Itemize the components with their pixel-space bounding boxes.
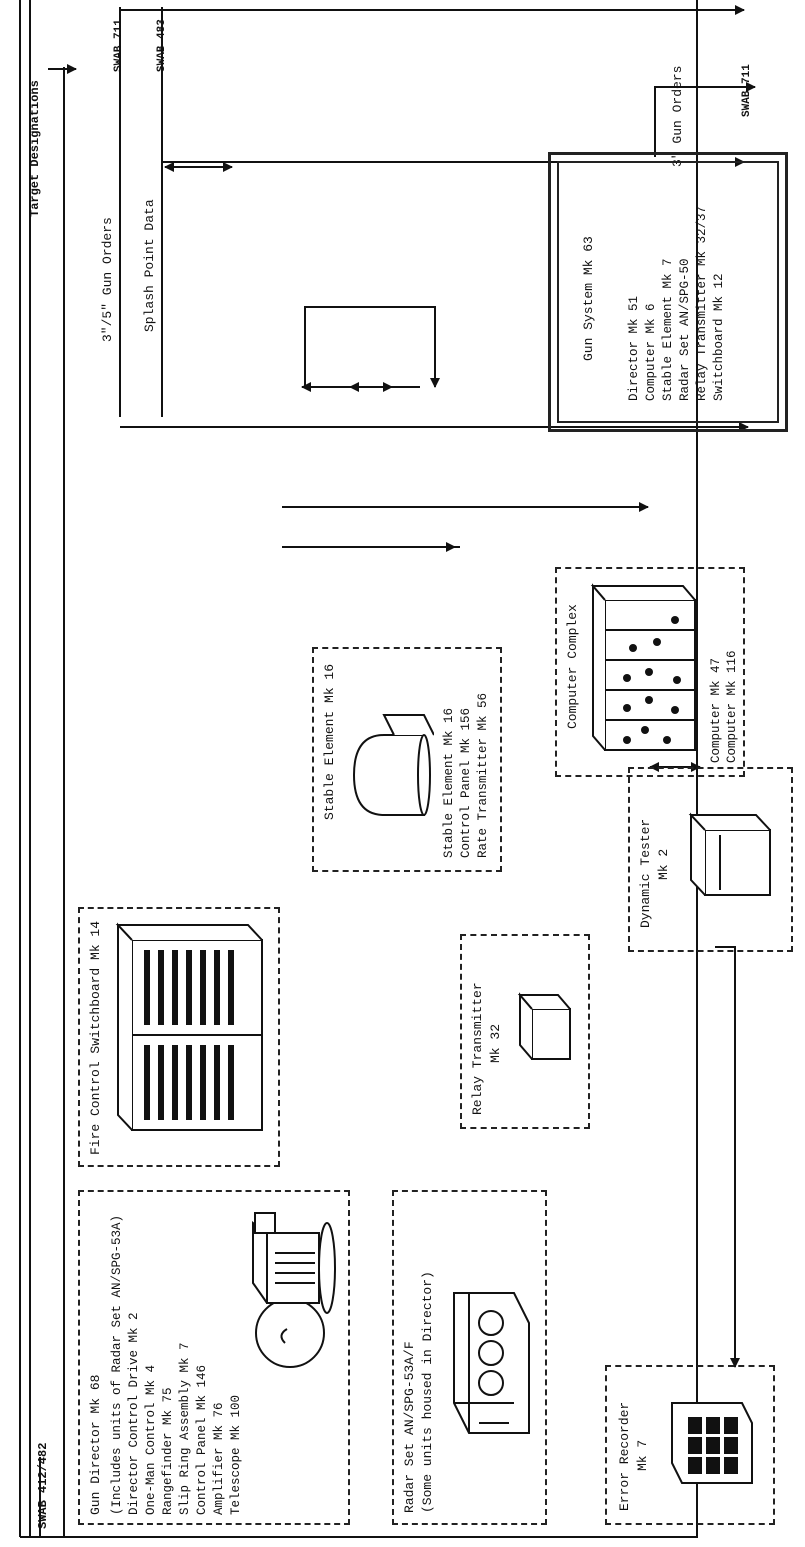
gun-director-item: Telescope Mk 100 bbox=[229, 1394, 243, 1515]
radar-set-box: Radar Set AN/SPG-53A/F (Some units house… bbox=[392, 1190, 547, 1525]
swab-711-label: SWAB 711 bbox=[113, 19, 125, 72]
target-designations-label: Target Designations bbox=[28, 80, 42, 217]
computer-complex-item: Computer Mk 47 bbox=[709, 657, 723, 763]
switchboard-title: Fire Control Switchboard Mk 14 bbox=[88, 920, 103, 1155]
error-recorder-box: Error Recorder Mk 7 bbox=[605, 1365, 775, 1525]
dynamic-tester-illustration bbox=[688, 812, 771, 896]
tester-recorder-arrow bbox=[715, 946, 740, 1368]
gun-director-item: Director Control Drive Mk 2 bbox=[127, 1312, 141, 1515]
swab-483-label: SWAB 483 bbox=[156, 19, 168, 72]
stable-element-item: Stable Element Mk 16 bbox=[442, 707, 456, 858]
dynamic-tester-box: Dynamic Tester Mk 2 bbox=[628, 767, 793, 952]
stable-element-item: Control Panel Mk 156 bbox=[459, 707, 473, 858]
outer-frame bbox=[20, 0, 698, 1538]
relay-transmitter-box: Relay Transmitter Mk 32 bbox=[460, 934, 590, 1129]
gun-director-box: Gun Director Mk 68 (Includes units of Ra… bbox=[78, 1190, 350, 1525]
stable-element-title: Stable Element Mk 16 bbox=[322, 663, 337, 820]
gun-system-out bbox=[654, 86, 690, 157]
swab-711-b-label: SWAB 711 bbox=[741, 64, 753, 117]
computer-complex-item: Computer Mk 116 bbox=[725, 650, 739, 763]
switchboard-radar-arrow bbox=[310, 306, 440, 388]
swab-412-label: SWAB 412/482 bbox=[36, 1442, 50, 1529]
stable-element-illustration bbox=[352, 714, 434, 816]
computer-complex-title: Computer Complex bbox=[565, 604, 580, 729]
stable-element-box: Stable Element Mk 16 Stable Element Mk 1… bbox=[312, 647, 502, 872]
computer-complex-illustration bbox=[590, 583, 696, 751]
gun-director-item: Slip Ring Assembly Mk 7 bbox=[178, 1342, 192, 1515]
relay-transmitter-line1: Relay Transmitter bbox=[470, 982, 485, 1115]
computer-complex-box: Computer Complex Computer Mk 47 Computer… bbox=[555, 567, 745, 777]
gun-director-item: Control Panel Mk 146 bbox=[195, 1364, 209, 1515]
gun-director-illustration bbox=[252, 1212, 336, 1368]
error-recorder-illustration bbox=[671, 1402, 753, 1484]
gun-system-item: Radar Set AN/SPG-50 bbox=[678, 258, 692, 401]
gun-director-item: (Includes units of Radar Set AN/SPG-53A) bbox=[110, 1214, 124, 1515]
relay-transmitter-illustration bbox=[517, 992, 571, 1060]
relay-transmitter-line2: Mk 32 bbox=[488, 1023, 503, 1063]
dynamic-tester-line1: Dynamic Tester bbox=[638, 818, 653, 928]
gun-system-item: Director Mk 51 bbox=[627, 295, 641, 401]
gun-orders-label: 3"/5" Gun Orders bbox=[100, 217, 115, 342]
error-recorder-line1: Error Recorder bbox=[617, 1401, 632, 1511]
switchboard-box: Fire Control Switchboard Mk 14 bbox=[78, 907, 280, 1167]
gun-director-item: Rangefinder Mk 75 bbox=[161, 1387, 175, 1515]
radar-set-title: Radar Set AN/SPG-53A/F bbox=[402, 1341, 417, 1513]
switchboard-illustration bbox=[115, 922, 263, 1131]
gun-director-item: One-Man Control Mk 4 bbox=[144, 1364, 158, 1515]
radar-set-subtitle: (Some units housed in Director) bbox=[420, 1271, 435, 1513]
gun-director-item: Amplifier Mk 76 bbox=[212, 1402, 226, 1515]
radar-set-illustration bbox=[453, 1292, 530, 1434]
gun-system-item: Switchboard Mk 12 bbox=[712, 273, 726, 401]
gun-system-item: Stable Element Mk 7 bbox=[661, 258, 675, 401]
gun-system-box: Gun System Mk 63 Director Mk 51 Computer… bbox=[548, 152, 788, 432]
gun-director-title: Gun Director Mk 68 bbox=[88, 1374, 103, 1515]
gun-system-item: Computer Mk 6 bbox=[644, 303, 658, 401]
splash-label: Splash Point Data bbox=[142, 199, 157, 332]
dynamic-tester-line2: Mk 2 bbox=[656, 848, 671, 880]
gun-system-title: Gun System Mk 63 bbox=[581, 236, 596, 361]
gun-system-item: Relay Transmitter Mk 32/37 bbox=[695, 205, 709, 401]
gun-system-inner-border: Gun System Mk 63 Director Mk 51 Computer… bbox=[557, 161, 779, 423]
stable-element-item: Rate Transmitter Mk 56 bbox=[476, 692, 490, 858]
error-recorder-line2: Mk 7 bbox=[635, 1439, 650, 1471]
